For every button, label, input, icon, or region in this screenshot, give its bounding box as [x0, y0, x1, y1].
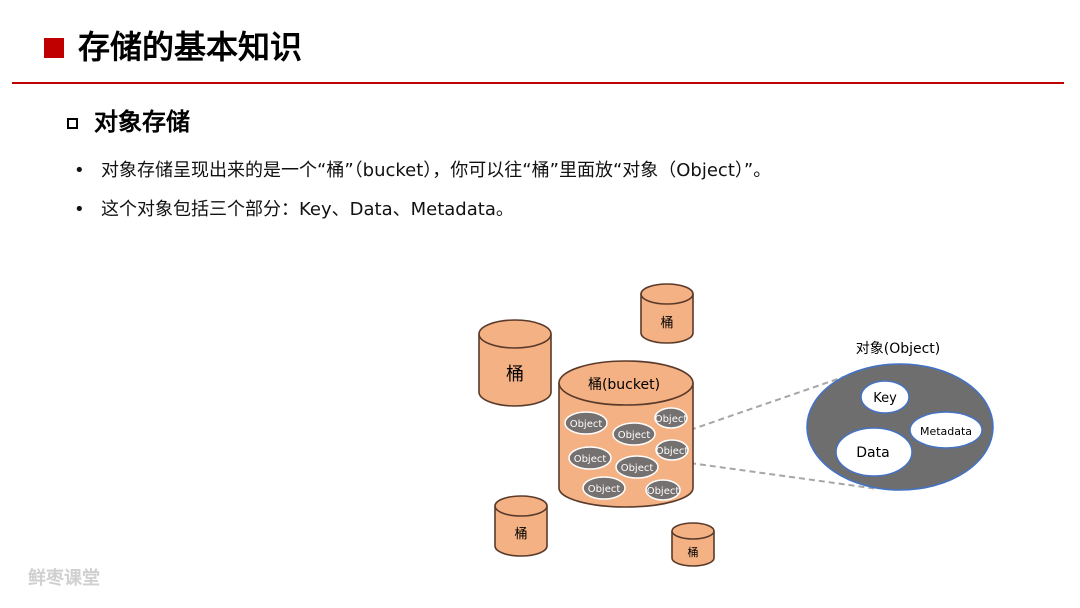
- metadata-part: [909, 411, 983, 449]
- object-item: Object: [615, 455, 659, 479]
- data-part: [835, 427, 913, 477]
- bucket-label: 桶: [514, 527, 527, 542]
- key-label: Key: [873, 391, 897, 406]
- bucket-label: 桶: [506, 364, 524, 385]
- metadata-label: Metadata: [920, 425, 972, 438]
- object-item: Object: [645, 479, 681, 501]
- bullet-text-2: 这个对象包括三个部分：Key、Data、Metadata。: [101, 199, 514, 220]
- object-detail: Key Metadata Data: [806, 363, 994, 491]
- svg-text:Object: Object: [656, 446, 689, 457]
- object-item: Object: [655, 439, 689, 461]
- bullet-item-1: • 对象存储呈现出来的是一个“桶”（bucket），你可以往“桶”里面放“对象（O…: [74, 158, 771, 184]
- bullet-text-1: 对象存储呈现出来的是一个“桶”（bucket），你可以往“桶”里面放“对象（Ob…: [101, 160, 772, 181]
- svg-text:Object: Object: [588, 484, 621, 495]
- title-marker: [44, 38, 64, 58]
- key-part: [860, 380, 910, 414]
- bucket-small-top: 桶: [640, 283, 694, 344]
- section-title: 对象存储: [94, 108, 190, 136]
- main-bucket: 桶(bucket) Object Object Object Object Ob…: [558, 360, 694, 508]
- zoom-line-bottom: [689, 462, 879, 490]
- title-divider: [12, 82, 1064, 84]
- svg-text:Object: Object: [570, 419, 603, 430]
- bullet-dot-icon: •: [74, 160, 85, 181]
- bucket-label: 桶: [688, 545, 699, 559]
- object-item: Object: [564, 411, 608, 435]
- section-marker-icon: [67, 118, 78, 129]
- bucket-small-bottom-right: 桶: [671, 522, 715, 567]
- bucket-large-left: 桶: [478, 319, 552, 407]
- svg-text:Object: Object: [647, 486, 680, 497]
- object-detail-title: 对象(Object): [856, 341, 941, 357]
- object-item: Object: [612, 422, 656, 446]
- svg-text:Object: Object: [655, 414, 688, 425]
- bullet-dot-icon: •: [74, 199, 85, 220]
- object-item: Object: [654, 407, 688, 429]
- object-item: Object: [582, 476, 626, 500]
- svg-text:Object: Object: [574, 454, 607, 465]
- bullet-item-2: • 这个对象包括三个部分：Key、Data、Metadata。: [74, 197, 514, 223]
- bucket-label: 桶: [660, 316, 673, 331]
- svg-text:Object: Object: [621, 463, 654, 474]
- bucket-small-bottom-left: 桶: [494, 495, 548, 557]
- svg-text:Object: Object: [618, 430, 651, 441]
- object-item: Object: [568, 446, 612, 470]
- slide-title: 存储的基本知识: [78, 28, 303, 66]
- main-bucket-label: 桶(bucket): [588, 377, 660, 393]
- watermark-logo: 鲜枣课堂: [28, 568, 100, 589]
- data-label: Data: [856, 445, 889, 461]
